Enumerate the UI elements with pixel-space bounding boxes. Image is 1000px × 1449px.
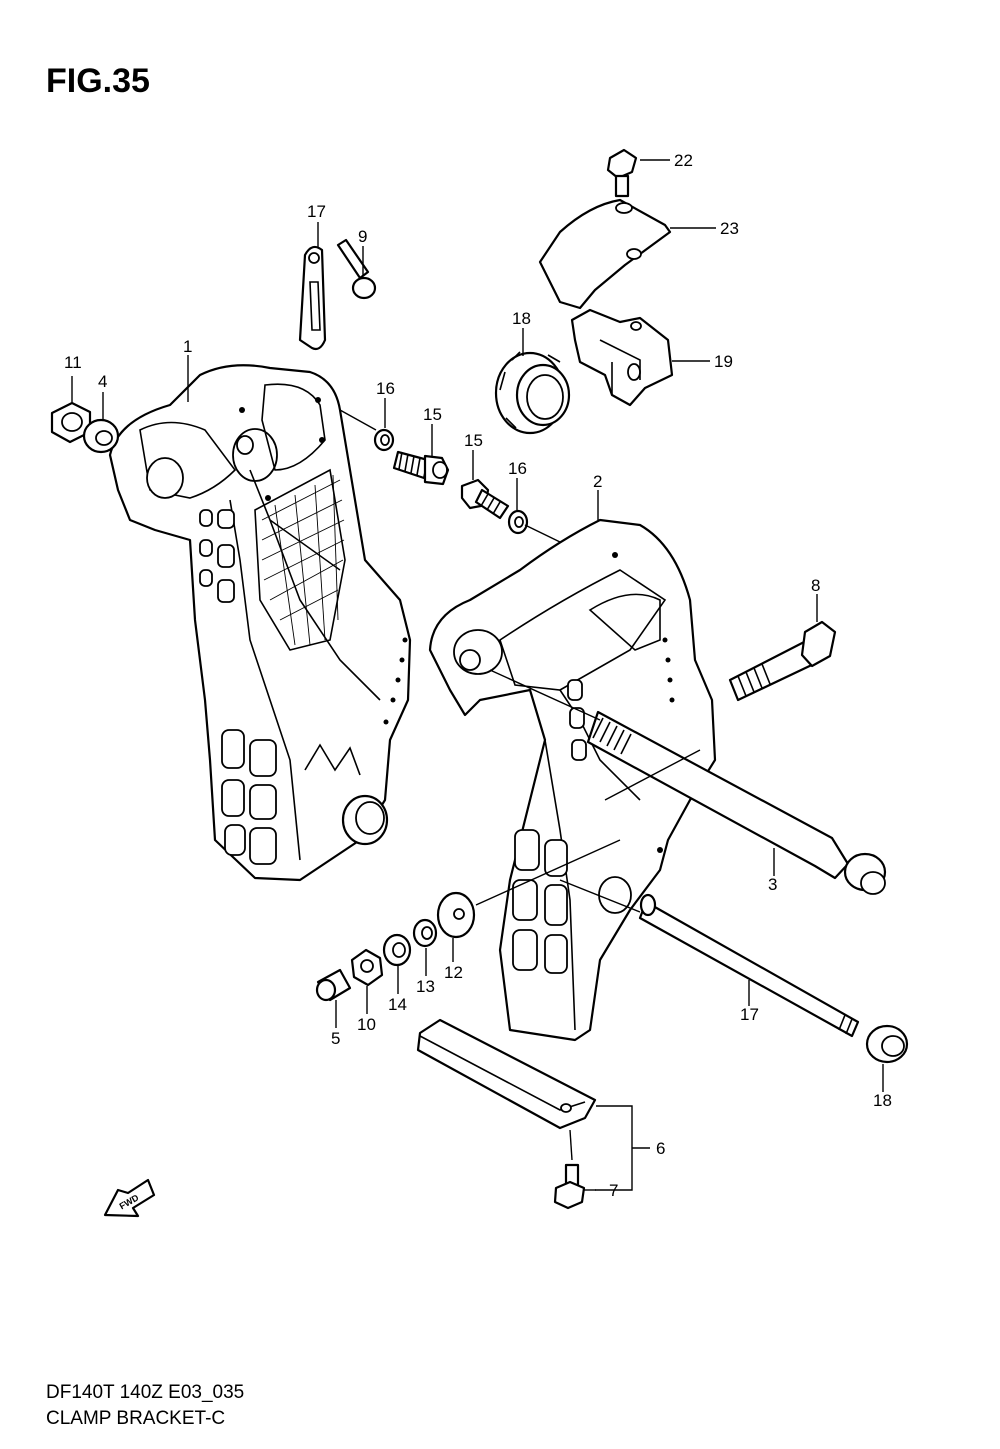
fwd-arrow-icon: FWD: [103, 1178, 156, 1218]
washer-4: [82, 418, 120, 454]
callout-10: 10: [357, 1015, 376, 1034]
callout-12: 12: [444, 963, 463, 982]
callout-4: 4: [98, 372, 107, 391]
screw-9: [336, 238, 377, 300]
bolt-15-upper: [392, 450, 450, 486]
washer-13: [412, 918, 438, 948]
alignment-lines: [269, 409, 701, 1161]
pin-5: [315, 968, 352, 1002]
callout-14: 14: [388, 995, 407, 1014]
bolt-15-lower: [460, 478, 510, 520]
callout-17: 17: [740, 1005, 759, 1024]
clamp-bracket-left: [108, 364, 412, 882]
washer-16-lower: [507, 509, 529, 535]
callout-6: 6: [656, 1139, 665, 1158]
bolt-22: [606, 148, 638, 198]
callout-22: 22: [674, 151, 693, 170]
callout-7: 7: [609, 1181, 618, 1200]
callout-19: 17: [307, 202, 326, 221]
callout-11: 11: [64, 353, 82, 372]
stopper-21: [570, 308, 674, 407]
nut-10: [350, 948, 384, 987]
callout-labels: 11 4 1 17 9 16 15 15 16 2 8 3 18 19 23 2…: [64, 151, 892, 1200]
anode-plate-6: [416, 1018, 597, 1130]
bolt-8: [728, 620, 837, 702]
callout-16-lower: 16: [508, 459, 527, 478]
callout-5: 5: [331, 1029, 340, 1048]
callout-9: 9: [358, 227, 367, 246]
washer-16-upper: [373, 428, 395, 452]
tilt-shaft: [586, 710, 887, 895]
callout-15-upper: 15: [423, 405, 442, 424]
callout-20: 18: [512, 309, 531, 328]
callout-3: 3: [768, 875, 777, 894]
callout-15-lower: 15: [464, 431, 483, 450]
callout-1: 1: [183, 337, 192, 356]
callout-23: 23: [720, 219, 739, 238]
bracket-23: [538, 198, 672, 310]
washer-14: [382, 933, 412, 967]
callout-13: 13: [416, 977, 435, 996]
leader-lines: [71, 159, 884, 1191]
callout-16-upper: 16: [376, 379, 395, 398]
grommet-20: [494, 351, 571, 435]
washer-12: [436, 891, 476, 939]
cover-plate-19: [298, 245, 327, 351]
section-name: CLAMP BRACKET-C: [46, 1408, 226, 1429]
through-bolt-17: [638, 893, 860, 1038]
callout-21: 19: [714, 352, 733, 371]
nut-18: [865, 1024, 909, 1064]
clamp-bracket-right: [428, 518, 717, 1042]
callout-8: 8: [811, 576, 820, 595]
figure-title: FIG.35: [46, 62, 150, 100]
callout-18: 18: [873, 1091, 892, 1110]
callout-2: 2: [593, 472, 602, 491]
bolt-7: [553, 1163, 586, 1210]
model-code: DF140T 140Z E03_035: [46, 1382, 245, 1403]
